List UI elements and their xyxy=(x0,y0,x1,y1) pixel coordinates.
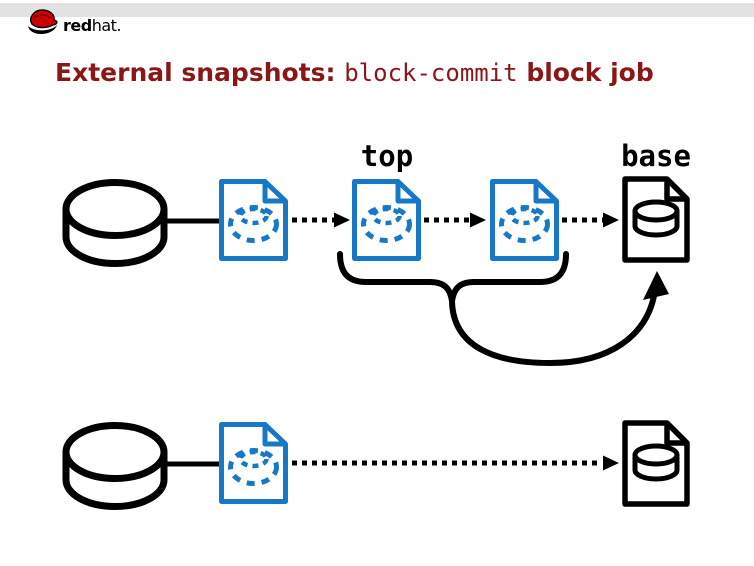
slide-title: External snapshots: block-commit block j… xyxy=(55,58,654,87)
snapshot-overlay-file-icon xyxy=(222,425,286,502)
redhat-fedora-icon xyxy=(28,9,58,34)
title-part1: External snapshots: xyxy=(55,58,345,87)
brand-light: hat. xyxy=(91,16,122,35)
snapshot-overlay-file-icon xyxy=(222,182,286,259)
commit-curved-arrow xyxy=(449,271,669,367)
disk-cylinder-icon xyxy=(66,426,164,507)
dotted-flow-arrow xyxy=(562,212,619,228)
dotted-flow-arrow xyxy=(292,212,350,228)
group-brace xyxy=(337,251,569,302)
redhat-wordmark: redhat. xyxy=(63,16,122,35)
title-part3: block job xyxy=(517,58,654,87)
dotted-flow-arrow xyxy=(424,212,486,228)
base-label: base xyxy=(621,139,691,173)
snapshot-overlay-file-icon xyxy=(493,182,557,259)
brand-bold: red xyxy=(63,16,92,35)
top-label: top xyxy=(361,139,413,173)
snapshot-overlay-file-top-icon xyxy=(355,182,419,259)
redhat-logo: redhat. xyxy=(24,5,122,35)
title-code: block-commit xyxy=(344,59,518,87)
dotted-flow-arrow xyxy=(292,455,619,471)
base-image-file-icon xyxy=(625,423,687,504)
disk-cylinder-icon xyxy=(66,183,164,264)
base-image-file-icon xyxy=(625,179,687,260)
row-before-commit xyxy=(66,179,687,367)
row-after-commit xyxy=(66,423,687,507)
header-bar xyxy=(0,3,754,17)
